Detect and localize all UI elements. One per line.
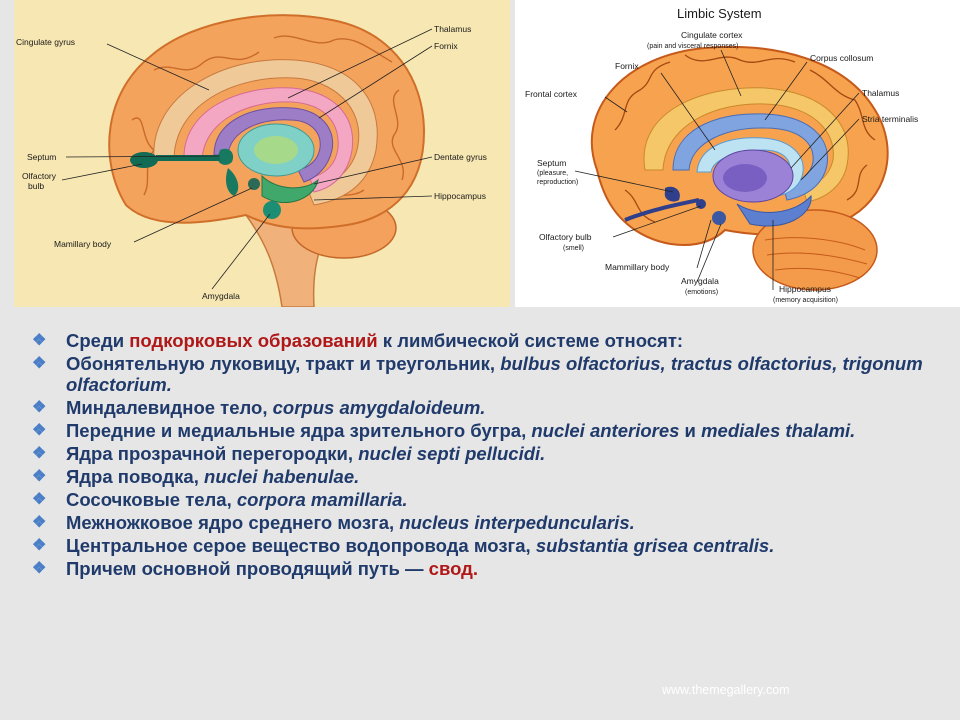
brain-figure-right: Limbic System Cingulate cortex (pain and… [515, 0, 960, 307]
list-item: ❖ Сосочковые тела, corpora mamillaria. [32, 489, 408, 510]
list-item: ❖ Обонятельную луковицу, тракт и треугол… [32, 353, 923, 395]
label-fornix: Fornix [615, 61, 639, 71]
label-thalamus: Thalamus [862, 88, 899, 98]
label-olfactory: Olfactory [22, 171, 57, 181]
highlight-text: свод. [428, 558, 479, 579]
figure-title: Limbic System [677, 6, 762, 21]
label-olfactory-bulb: bulb [28, 181, 44, 191]
list-item: ❖ Миндалевидное тело, corpus amygdaloide… [32, 397, 486, 418]
label-hippocampus-sub: (memory acquisition) [773, 297, 838, 304]
diamond-star-icon: ❖ [32, 537, 47, 554]
label-hippocampus: Hippocampus [434, 191, 486, 201]
label-fornix: Fornix [434, 41, 458, 51]
diamond-star-icon: ❖ [32, 491, 47, 508]
brain-figure-left: Cingulate gyrus Thalamus Fornix Septum O… [14, 0, 510, 308]
list-item: ❖ Межножковое ядро среднего мозга, nucle… [32, 512, 635, 533]
label-septum: Septum [537, 158, 566, 168]
label-thalamus: Thalamus [434, 24, 471, 34]
label-olfactory-bulb: Olfactory bulb [539, 232, 592, 242]
label-amygdala: Amygdala [681, 276, 719, 286]
diamond-star-icon: ❖ [32, 355, 47, 372]
label-cingulate-cortex: Cingulate cortex [681, 30, 743, 40]
label-mammillary-body: Mammillary body [605, 262, 670, 272]
footer-url[interactable]: www.themegallery.com [662, 683, 790, 697]
list-item: ❖ Причем основной проводящий путь — свод… [32, 558, 479, 579]
list-item: ❖ Среди подкорковых образований к лимбич… [32, 330, 684, 351]
label-frontal-cortex: Frontal cortex [525, 89, 578, 99]
label-amygdala: Amygdala [202, 291, 240, 301]
label-corpus-collosum: Corpus collosum [810, 53, 873, 63]
label-septum-sub-2: reproduction) [537, 179, 578, 186]
label-amygdala-sub: (emotions) [685, 289, 718, 296]
diamond-star-icon: ❖ [32, 514, 47, 531]
diamond-star-icon: ❖ [32, 468, 47, 485]
label-cingulate-gyrus: Cingulate gyrus [16, 37, 75, 47]
label-stria-terminalis: Stria terminalis [862, 114, 918, 124]
label-septum-sub-1: (pleasure, [537, 170, 568, 177]
diamond-star-icon: ❖ [32, 332, 47, 349]
list-item: ❖ Центральное серое вещество водопровода… [32, 535, 775, 556]
diamond-star-icon: ❖ [32, 399, 47, 416]
highlight-text: подкорковых образований [129, 330, 378, 351]
label-dentate-gyrus: Dentate gyrus [434, 152, 487, 162]
label-hippocampus: Hippocampus [779, 284, 831, 294]
list-item: ❖ Передние и медиальные ядра зрительного… [32, 420, 856, 441]
diamond-star-icon: ❖ [32, 560, 47, 577]
label-mamillary-body: Mamillary body [54, 239, 112, 249]
diamond-star-icon: ❖ [32, 422, 47, 439]
list-item: ❖ Ядра поводка, nuclei habenulae. [32, 466, 360, 487]
bullet-list: ❖ Среди подкорковых образований к лимбич… [30, 330, 930, 581]
list-item: ❖ Ядра прозрачной перегородки, nuclei se… [32, 443, 546, 464]
brain-illustration-right: Limbic System Cingulate cortex (pain and… [525, 6, 918, 304]
diamond-star-icon: ❖ [32, 445, 47, 462]
label-septum: Septum [27, 152, 56, 162]
brain-illustration-left: Cingulate gyrus Thalamus Fornix Septum O… [16, 14, 487, 308]
label-olfactory-bulb-sub: (smell) [563, 245, 584, 252]
label-cingulate-cortex-sub: (pain and visceral responses) [647, 43, 738, 50]
